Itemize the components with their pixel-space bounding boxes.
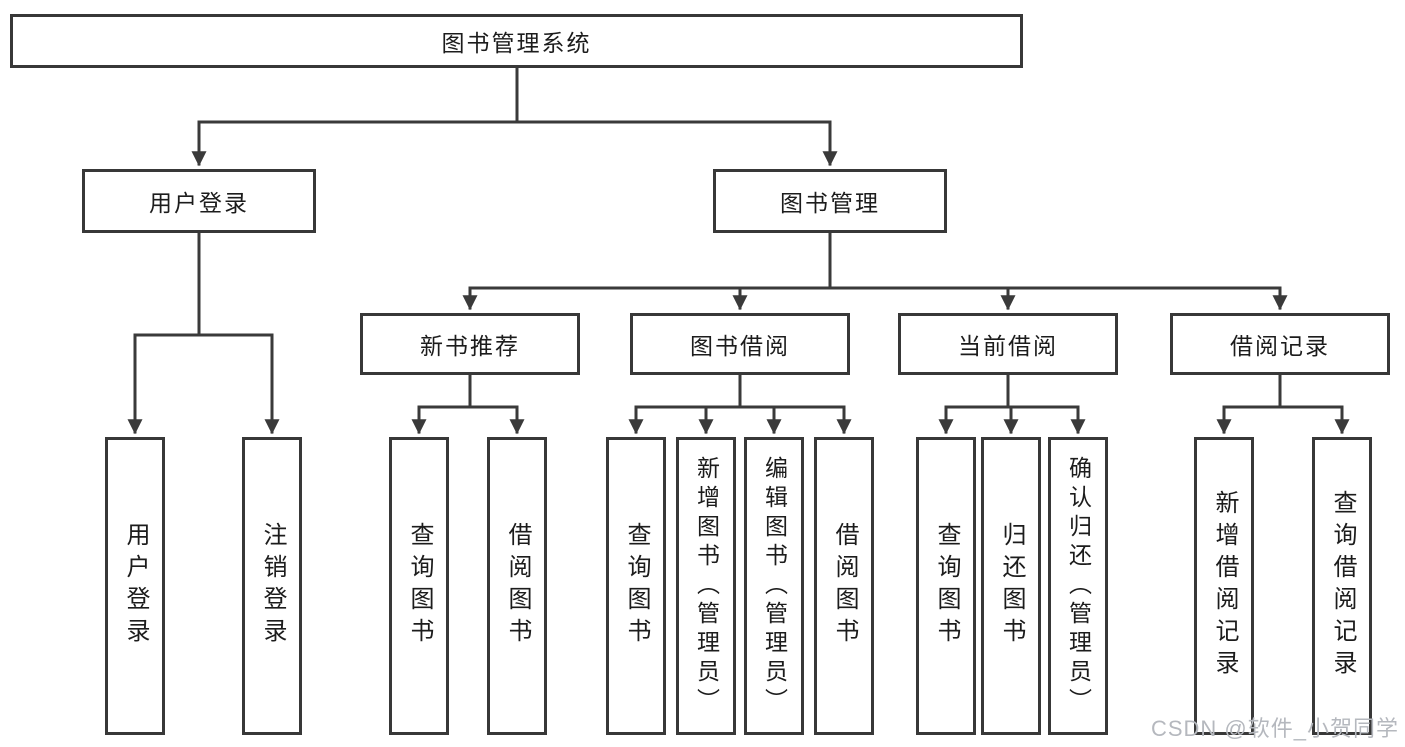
- leaf-query-books-current: 查询图书: [916, 437, 976, 735]
- leaf-query-borrow-record: 查询借阅记录: [1312, 437, 1372, 735]
- node-book-management-label: 图书管理: [780, 190, 880, 216]
- node-borrowing-records: 借阅记录: [1170, 313, 1390, 375]
- leaf-borrow-books-recommend: 借阅图书: [487, 437, 547, 735]
- node-book-management: 图书管理: [713, 169, 947, 233]
- csdn-watermark: CSDN @软件_小贺同学: [1150, 716, 1399, 741]
- node-book-borrowing: 图书借阅: [630, 313, 850, 375]
- node-library-system: 图书管理系统: [10, 14, 1023, 68]
- node-user-login: 用户登录: [82, 169, 316, 233]
- leaf-query-books-borrow: 查询图书: [606, 437, 666, 735]
- leaf-add-borrow-record: 新增借阅记录: [1194, 437, 1254, 735]
- leaf-query-books-recommend: 查询图书: [389, 437, 449, 735]
- leaf-add-books-admin: 新增图书（管理员）: [676, 437, 736, 735]
- leaf-return-books: 归还图书: [981, 437, 1041, 735]
- leaf-borrow-books: 借阅图书: [814, 437, 874, 735]
- node-user-login-label: 用户登录: [149, 190, 249, 216]
- node-new-book-recommend: 新书推荐: [360, 313, 580, 375]
- leaf-logout: 注销登录: [242, 437, 302, 735]
- leaf-edit-books-admin: 编辑图书（管理员）: [744, 437, 804, 735]
- leaf-confirm-return-admin: 确认归还（管理员）: [1048, 437, 1108, 735]
- node-current-borrowing: 当前借阅: [898, 313, 1118, 375]
- node-library-system-label: 图书管理系统: [441, 30, 592, 56]
- leaf-user-login: 用户登录: [105, 437, 165, 735]
